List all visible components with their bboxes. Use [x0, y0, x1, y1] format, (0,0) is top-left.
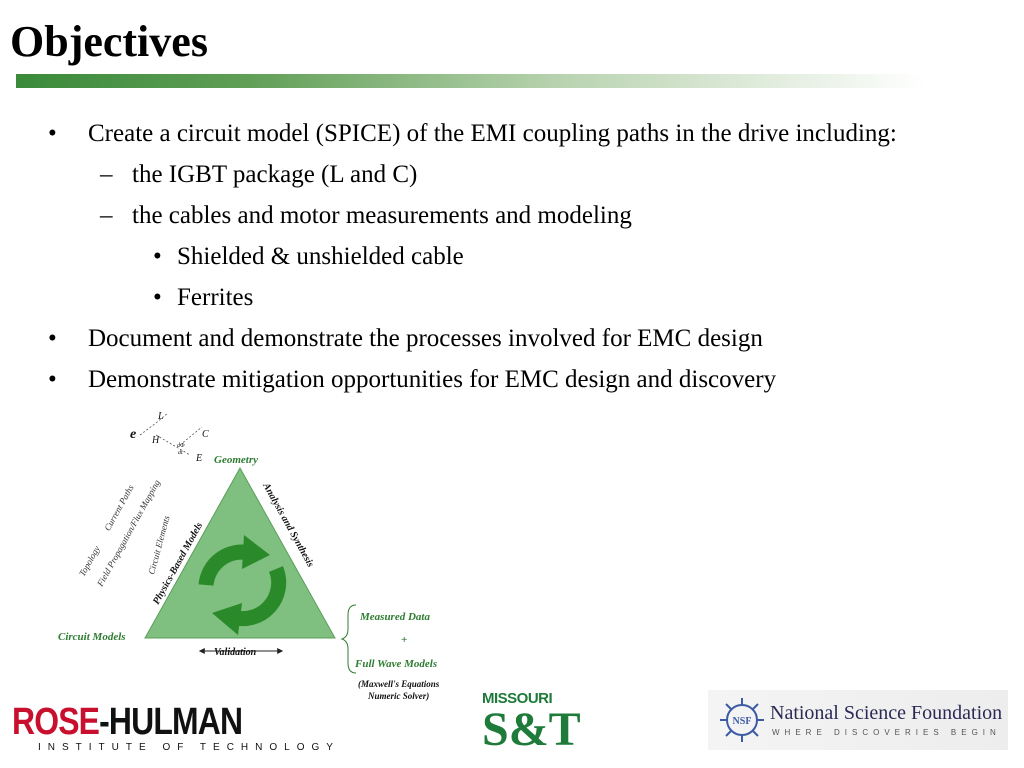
missouri-text: MISSOURI — [482, 690, 553, 707]
symbol-l: L — [157, 411, 164, 422]
nsf-logo: NSF National Science Foundation WHERE DI… — [708, 690, 1014, 750]
nsf-name: National Science Foundation — [770, 702, 1003, 724]
maxwell-line2: Numeric Solver) — [367, 691, 429, 701]
bullet-text: the IGBT package (L and C) — [132, 161, 418, 188]
bullet-text: Create a circuit model (SPICE) of the EM… — [88, 120, 897, 147]
full-wave-models-label: Full Wave Models — [354, 658, 437, 670]
hulman-text: -HULMAN — [99, 701, 243, 743]
bullet-text: the cables and motor measurements and mo… — [132, 202, 632, 229]
symbol-dphi: dΦ — [177, 443, 185, 449]
recycle-arrows-icon — [198, 535, 287, 635]
maxwell-line1: (Maxwell's Equations — [358, 679, 440, 689]
bullet-item: • Create a circuit model (SPICE) of the … — [0, 113, 1024, 154]
symbol-dt: dt — [178, 450, 183, 456]
rose-hulman-logo: ROSE-HULMAN INSTITUTE OF TECHNOLOGY — [12, 702, 333, 756]
bullet-marker: • — [153, 284, 162, 311]
circuit-elements-group: Circuit Elements — [146, 514, 171, 575]
symbol-e: e — [130, 427, 136, 442]
bullet-marker: • — [48, 366, 57, 393]
bullet-item: • Document and demonstrate the processes… — [0, 318, 1024, 359]
symbol-e-vec: E — [195, 453, 202, 464]
bullet-item: • Ferrites — [0, 277, 1024, 318]
bullet-item: • Shielded & unshielded cable — [0, 236, 1024, 277]
missouri-st-logo: MISSOURI S&T — [478, 690, 581, 760]
bullet-text: Document and demonstrate the processes i… — [88, 325, 763, 352]
bullet-marker: • — [48, 120, 57, 147]
circuit-models-label: Circuit Models — [58, 631, 126, 643]
rose-hulman-subtitle: INSTITUTE OF TECHNOLOGY — [38, 742, 340, 753]
symbol-connectors — [139, 412, 203, 456]
title-underline-bar — [16, 74, 926, 88]
bullet-text: Ferrites — [177, 284, 254, 311]
bullet-item: • Demonstrate mitigation opportunities f… — [0, 359, 1024, 400]
bullet-text: Shielded & unshielded cable — [177, 243, 464, 270]
rose-text: ROSE — [12, 701, 100, 743]
bullet-item: – the cables and motor measurements and … — [0, 195, 1024, 236]
bullet-list: • Create a circuit model (SPICE) of the … — [0, 113, 1024, 400]
nsf-seal-icon: NSF — [720, 698, 764, 742]
symbol-c: C — [202, 429, 209, 440]
geometry-label: Geometry — [214, 454, 258, 466]
emc-design-diagram: Geometry Circuit Models Validation Physi… — [30, 405, 510, 705]
nsf-seal-text: NSF — [733, 716, 752, 727]
bullet-text: Demonstrate mitigation opportunities for… — [88, 366, 777, 393]
plus-sign: + — [401, 634, 407, 646]
bullet-marker: – — [100, 161, 113, 188]
rose-hulman-wordmark: ROSE-HULMAN — [12, 701, 243, 743]
right-brace — [340, 604, 357, 674]
bullet-marker: • — [153, 243, 162, 270]
bullet-marker: – — [100, 202, 113, 229]
topology-label: Topology — [77, 544, 102, 578]
circuit-elements-label: Circuit Elements — [146, 514, 171, 575]
emc-diagram-svg: Geometry Circuit Models Validation Physi… — [58, 411, 440, 701]
bullet-item: – the IGBT package (L and C) — [0, 154, 1024, 195]
st-text: S&T — [482, 703, 581, 756]
nsf-tagline: WHERE DISCOVERIES BEGIN — [772, 728, 1001, 737]
slide-title: Objectives — [10, 17, 208, 66]
measured-data-label: Measured Data — [359, 611, 430, 623]
bullet-marker: • — [48, 325, 57, 352]
validation-label: Validation — [214, 647, 257, 658]
symbol-h: H — [151, 435, 160, 446]
